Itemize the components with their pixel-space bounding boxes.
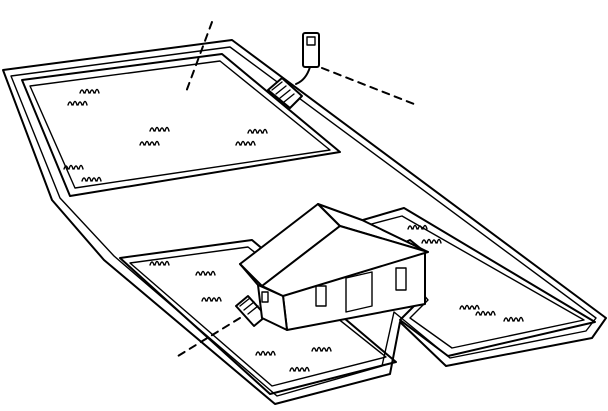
grass-tuft-icon xyxy=(247,128,268,134)
grass-tuft-icon xyxy=(235,140,256,146)
grass-tuft-icon xyxy=(475,310,496,316)
grass-tuft-icon xyxy=(421,238,442,244)
grass-tuft-icon xyxy=(503,316,524,322)
grass-tuft-icon xyxy=(289,366,310,372)
grass-tuft-icon xyxy=(311,346,332,352)
grass-tuft-icon xyxy=(79,88,100,94)
grass-tuft-icon xyxy=(63,164,84,170)
grass-tuft-icon xyxy=(149,126,170,132)
robot-mower-icon xyxy=(267,77,303,109)
grass-tuft-icon xyxy=(407,224,428,230)
charging-station-icon xyxy=(295,32,320,85)
grass-tuft-icon xyxy=(139,140,160,146)
house-icon xyxy=(239,203,429,331)
grass-tuft-icon xyxy=(255,350,276,356)
grass-tuft-icon xyxy=(149,260,170,266)
signal-line-icon xyxy=(177,21,415,357)
boundary-wire-icon xyxy=(2,39,607,405)
grass-tuft-icon xyxy=(195,270,216,276)
grass-tuft-icon xyxy=(459,304,480,310)
grass-tuft-icon xyxy=(63,88,524,372)
grass-tuft-icon xyxy=(67,100,88,106)
grass-tuft-icon xyxy=(201,296,222,302)
grass-tuft-icon xyxy=(81,176,102,182)
